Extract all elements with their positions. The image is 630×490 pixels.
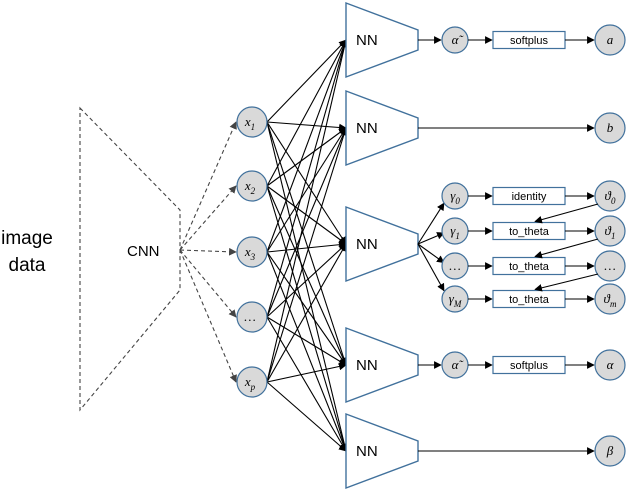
feature-label: x1	[244, 114, 255, 132]
feature-to-nn-edge	[266, 185, 347, 245]
theta-feedback-edge	[534, 273, 599, 292]
a-output-node	[594, 24, 626, 56]
b-output-node	[594, 112, 626, 144]
feature-to-nn-edge	[266, 381, 347, 452]
feature-node	[236, 301, 268, 333]
cnn-to-feature-edge	[179, 247, 237, 256]
a-transform-box-label: softplus	[510, 35, 548, 47]
feature-to-nn-edge	[266, 39, 347, 187]
theta-output-node	[594, 215, 626, 247]
theta-transform-box-label: to_theta	[509, 294, 550, 306]
theta-nn-to-gamma-edge	[417, 243, 445, 292]
nn-block	[345, 326, 419, 404]
theta-nn-to-gamma-edge	[417, 243, 445, 264]
feature-to-nn-edge	[266, 185, 348, 452]
cnn-to-feature-edge	[179, 121, 237, 251]
edges-layer	[179, 39, 349, 452]
beta-output-label: β	[606, 443, 614, 458]
feature-node	[236, 236, 268, 268]
nn-label: NN	[356, 32, 378, 49]
nn-label: NN	[356, 357, 378, 374]
theta-output-label: ϑ1	[605, 223, 616, 241]
feature-to-nn-edge	[266, 316, 347, 366]
feature-label: x3	[244, 244, 256, 262]
gamma-label: γ0	[450, 188, 460, 206]
feature-to-nn-edge	[266, 121, 347, 132]
theta-feedback-edge	[534, 238, 599, 259]
theta-transform-box-label: to_theta	[509, 261, 550, 273]
feature-node	[236, 106, 268, 138]
b-output-label: b	[607, 120, 614, 135]
gamma-label: γ1	[450, 223, 460, 241]
theta-output-label: ϑm	[604, 291, 617, 309]
nn-block	[345, 412, 419, 490]
feature-to-nn-edge	[266, 127, 347, 318]
alpha-output-node	[594, 349, 626, 381]
gamma-label: …	[449, 258, 461, 273]
theta-output-node	[594, 250, 626, 282]
nn-label: NN	[356, 120, 378, 137]
theta-output-label: ϑ0	[605, 188, 616, 206]
feature-to-nn-edge	[266, 127, 347, 253]
nn-layer: NN NN NN NN NN	[345, 1, 419, 490]
alpha-transform-box-label: softplus	[510, 360, 548, 372]
cnn-label: CNN	[127, 243, 160, 260]
nn-label: NN	[356, 236, 378, 253]
cnn-to-feature-edge	[179, 249, 237, 383]
theta-output-node	[594, 180, 626, 212]
input-label-line1: image	[1, 228, 53, 249]
feature-to-nn-edge	[266, 39, 347, 123]
feature-to-nn-edge	[266, 39, 348, 253]
feature-layer: x1 x2 x3 … xp	[236, 106, 268, 398]
theta-output-label: …	[604, 258, 616, 273]
theta-nn-to-gamma-edge	[417, 202, 445, 245]
input-label-line2: data	[9, 255, 46, 276]
beta-output-node	[594, 435, 626, 467]
feature-label: xp	[244, 374, 256, 392]
feature-to-nn-edge	[266, 121, 347, 245]
feature-to-nn-edge	[266, 121, 349, 452]
a-output-label: a	[607, 32, 614, 47]
cnn-block	[79, 106, 181, 412]
cnn-to-feature-edge	[179, 185, 237, 251]
gamma-label: γM	[449, 291, 462, 309]
cnn-to-feature-edge	[179, 249, 237, 318]
feature-to-nn-edge	[266, 243, 347, 318]
nn-block	[345, 1, 419, 79]
feature-to-nn-edge	[266, 127, 348, 383]
feature-to-nn-edge	[266, 39, 348, 318]
feature-to-nn-edge	[266, 39, 349, 383]
alpha-output-label: α	[607, 357, 615, 372]
nn-label: NN	[356, 443, 378, 460]
feature-to-nn-edge	[266, 240, 347, 253]
theta-feedback-edge	[534, 203, 599, 224]
theta-transform-box-label: to_theta	[509, 226, 550, 238]
feature-node	[236, 170, 268, 202]
feature-to-nn-edge	[266, 243, 347, 383]
feature-to-nn-edge	[266, 251, 348, 452]
theta-transform-box-label: identity	[512, 191, 547, 203]
nn-block	[345, 205, 419, 283]
feature-to-nn-edge	[266, 251, 347, 366]
feature-to-nn-edge	[266, 127, 347, 187]
feature-label: …	[244, 309, 256, 324]
feature-to-nn-edge	[266, 362, 347, 383]
theta-output-node	[594, 283, 626, 315]
nn-block	[345, 89, 419, 167]
feature-label: x2	[244, 178, 256, 196]
theta-nn-to-gamma-edge	[417, 232, 445, 245]
feature-node	[236, 366, 268, 398]
